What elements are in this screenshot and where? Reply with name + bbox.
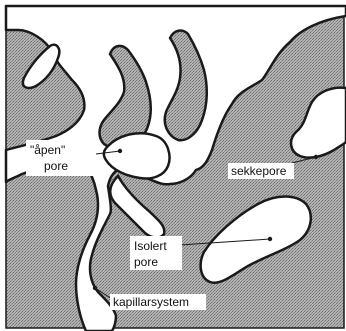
isolated-pore-label-line2: pore (134, 255, 158, 269)
open-pore-label-line1: "åpen" (30, 143, 65, 157)
open-pore-label-line2: pore (44, 159, 68, 173)
isolated-pore-label-line1: Isolert (134, 239, 167, 253)
capillary-system-label: kapillarsystem (113, 295, 189, 309)
sack-pore-label: sekkepore (231, 164, 287, 178)
